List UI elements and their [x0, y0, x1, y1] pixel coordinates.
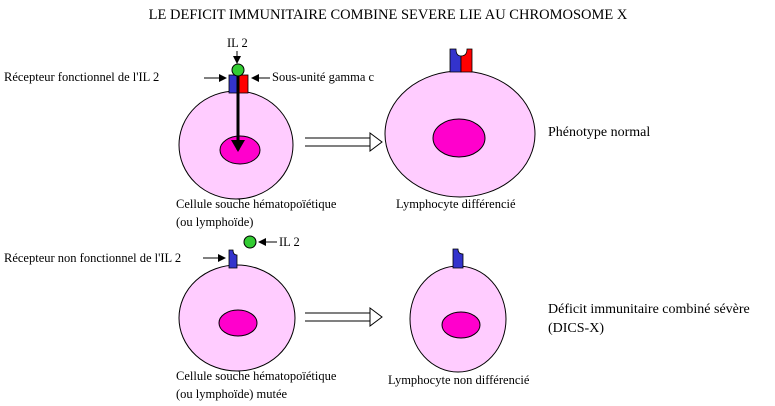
diagram-title: LE DEFICIT IMMUNITAIRE COMBINE SEVERE LI… — [149, 7, 628, 23]
gamma-c-red-lymphocyte — [460, 48, 473, 73]
receptor-nonfunctional-lymphocyte — [452, 248, 464, 269]
scid-phenotype-label-line2: (DICS-X) — [548, 321, 604, 336]
gamma-c-label: Sous-unité gamma c — [272, 70, 375, 84]
stem-cell-label-top-line2: (ou lymphoïde) — [176, 215, 253, 229]
differentiation-arrow-top — [305, 132, 383, 152]
nonfunctional-receptor-label: Récepteur non fonctionnel de l'IL 2 — [4, 251, 181, 265]
stem-cell-label-bottom-line2: (ou lymphoïde) mutée — [176, 387, 288, 401]
nucleus-stem-cell-mutated — [218, 309, 258, 337]
nucleus-lymphocyte-undifferentiated — [441, 311, 481, 339]
nucleus-stem-cell-normal — [219, 135, 261, 165]
functional-receptor-label: Récepteur fonctionnel de l'IL 2 — [4, 70, 159, 84]
receptor-blue-lymphocyte — [449, 48, 462, 73]
stem-cell-label-top-line1: Cellule souche hématopoïétique — [176, 197, 337, 211]
stem-cell-label-bottom-line1: Cellule souche hématopoïétique — [176, 369, 337, 383]
il2-label-bottom: IL 2 — [279, 235, 300, 249]
il2-label-top: IL 2 — [227, 36, 248, 50]
receptor-nonfunctional-blue — [228, 249, 238, 269]
lymphocyte-undifferentiated-label: Lymphocyte non différencié — [388, 373, 530, 387]
il2-bound-circle — [231, 63, 245, 77]
differentiation-arrow-bottom — [305, 307, 383, 327]
il2-free-circle — [243, 235, 257, 249]
lymphocyte-differentiated-label: Lymphocyte différencié — [396, 197, 516, 211]
scid-phenotype-label-line1: Déficit immunitaire combiné sévère — [548, 302, 750, 317]
nucleus-lymphocyte-differentiated — [432, 118, 486, 158]
phenotype-normal-label: Phénotype normal — [548, 125, 650, 140]
